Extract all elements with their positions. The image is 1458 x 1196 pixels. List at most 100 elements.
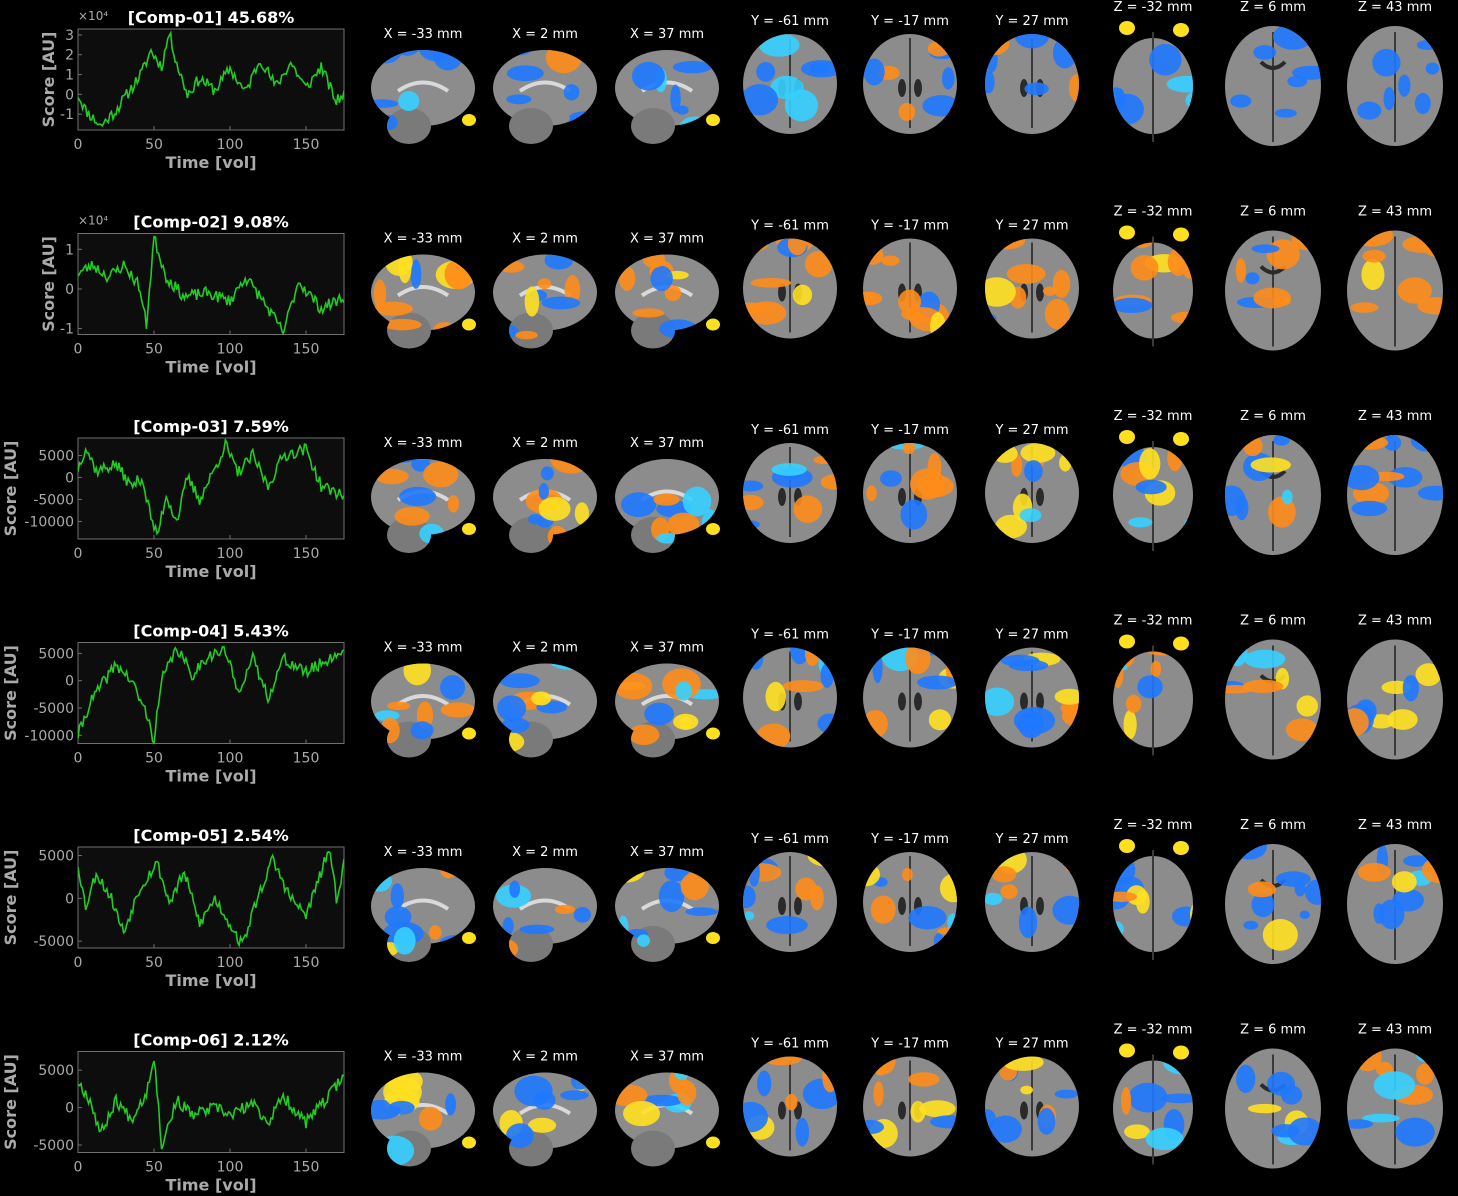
y-tick-label: 0 (65, 471, 74, 487)
activation-blob (748, 858, 760, 887)
y-tick-label: -5000 (33, 1138, 74, 1154)
activation-peak (1119, 430, 1135, 444)
activation-peak (462, 932, 476, 944)
activation-blob (863, 1119, 885, 1135)
activation-blob (1347, 1119, 1374, 1129)
x-axis-label: Time [vol] (165, 971, 256, 990)
activation-blob (685, 907, 718, 916)
activation-blob (1190, 651, 1193, 662)
component-title: [Comp-02] 9.08% (133, 213, 288, 232)
activation-blob (623, 1100, 661, 1127)
activation-blob (1422, 236, 1443, 258)
y-axis-label: Score [AU] (1, 1054, 20, 1150)
activation-blob (632, 308, 665, 318)
activation-blob (991, 444, 1018, 463)
x-tick-label: 150 (293, 342, 320, 358)
brain-slice: X = 2 mm (493, 1050, 597, 1167)
activation-blob (1417, 485, 1443, 501)
brain-slice: Z = 6 mm (1225, 409, 1321, 555)
activation-blob (900, 499, 928, 530)
activation-blob (910, 1100, 926, 1123)
activation-blob (653, 493, 680, 506)
x-tick-label: 0 (74, 1160, 83, 1176)
activation-blob (922, 95, 957, 117)
activation-blob (1350, 302, 1379, 313)
activation-blob (418, 1106, 443, 1131)
x-tick-label: 0 (74, 751, 83, 767)
activation-blob (756, 61, 776, 82)
x-tick-label: 100 (217, 546, 244, 562)
activation-blob (1242, 436, 1263, 457)
activation-blob (390, 883, 404, 909)
activation-blob (1231, 844, 1267, 860)
slice-coordinate-label: Z = 6 mm (1240, 409, 1306, 424)
activation-blob (1425, 62, 1440, 75)
activation-blob (1397, 277, 1432, 304)
activation-blob (1417, 296, 1443, 315)
x-tick-label: 150 (293, 751, 320, 767)
activation-blob (1061, 704, 1079, 727)
activation-blob (493, 938, 519, 960)
activation-overlay (615, 1072, 719, 1154)
activation-blob (410, 259, 422, 289)
activation-blob (1042, 286, 1057, 296)
x-tick-label: 0 (74, 955, 83, 971)
brain-slice: X = 37 mm (615, 1050, 720, 1167)
y-axis-label: Score [AU] (1, 441, 20, 537)
activation-peak (462, 1136, 476, 1149)
activation-blob (807, 852, 837, 867)
activation-blob (795, 1117, 810, 1147)
activation-blob (642, 254, 666, 268)
activation-blob (804, 250, 833, 278)
y-axis-label: Score [AU] (39, 32, 58, 128)
activation-blob (917, 474, 954, 498)
brain-slice: Y = -61 mm (743, 832, 837, 952)
component-title: [Comp-05] 2.54% (133, 826, 288, 845)
activation-blob (1135, 479, 1167, 495)
slice-coordinate-label: X = -33 mm (384, 436, 463, 451)
slice-coordinate-label: Z = -32 mm (1114, 614, 1193, 629)
activation-blob (1128, 517, 1153, 528)
activation-blob (1387, 466, 1423, 488)
activation-blob (985, 892, 1003, 906)
activation-blob (743, 520, 760, 529)
activation-blob (750, 277, 792, 288)
slice-coordinate-label: X = 37 mm (630, 232, 704, 247)
ventricle (1020, 79, 1028, 97)
activation-blob (1183, 517, 1193, 530)
activation-blob (429, 925, 442, 940)
activation-blob (743, 911, 755, 921)
activation-blob (1020, 1085, 1033, 1095)
activation-blob (371, 870, 392, 892)
activation-blob (615, 868, 645, 883)
y-tick-label: 2 (65, 48, 74, 64)
activation-blob (743, 84, 779, 116)
activation-peak (462, 114, 476, 126)
brain-slice: Y = -61 mm (743, 628, 837, 748)
brain-slice: Z = -32 mm (1113, 205, 1193, 347)
y-tick-label: -1 (60, 322, 74, 338)
activation-blob (1362, 1113, 1400, 1123)
activation-blob (1247, 1103, 1282, 1114)
x-tick-label: 150 (293, 546, 320, 562)
y-tick-label: 0 (65, 1101, 74, 1117)
ventricle (794, 692, 802, 711)
activation-blob (1150, 660, 1162, 678)
activation-blob (1274, 108, 1297, 118)
activation-blob (1416, 40, 1439, 50)
brain-slice: X = -33 mm (371, 27, 476, 144)
activation-peak (462, 727, 476, 740)
activation-blob (399, 486, 437, 507)
activation-blob (672, 60, 712, 74)
activation-blob (992, 866, 1017, 883)
slice-coordinate-label: Y = -17 mm (870, 832, 949, 847)
activation-blob (995, 514, 1028, 539)
x-tick-label: 50 (145, 955, 163, 971)
activation-blob (667, 512, 700, 537)
activation-blob (1128, 1082, 1168, 1113)
brain-slice: Y = -17 mm (863, 423, 957, 543)
activation-blob (375, 468, 409, 485)
activation-blob (1387, 709, 1418, 730)
